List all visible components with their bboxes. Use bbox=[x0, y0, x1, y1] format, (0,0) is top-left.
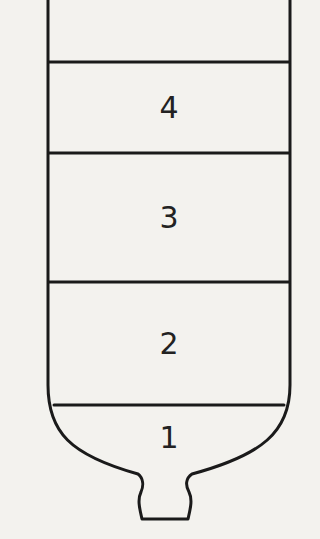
band-divider bbox=[49, 61, 289, 64]
container-band: 1 bbox=[80, 407, 258, 469]
band-divider bbox=[54, 404, 284, 407]
container-band: 4 bbox=[52, 64, 286, 151]
band-number: 1 bbox=[155, 421, 182, 455]
band-number: 3 bbox=[155, 201, 182, 235]
container-band: 2 bbox=[52, 284, 286, 403]
band-divider bbox=[49, 281, 289, 284]
container-band: 3 bbox=[52, 155, 286, 280]
band-number: 4 bbox=[155, 91, 182, 125]
band-divider bbox=[49, 152, 289, 155]
band-number: 2 bbox=[155, 327, 182, 361]
vessel-wall bbox=[48, 0, 290, 519]
